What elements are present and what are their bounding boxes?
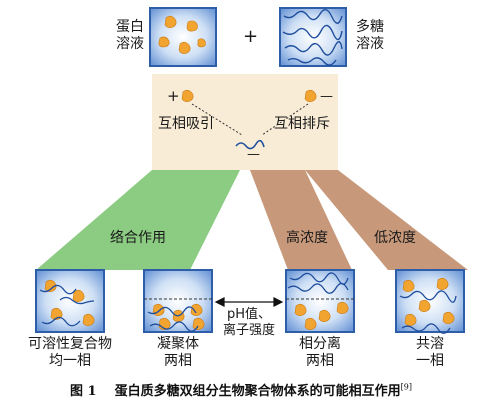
complexation-label: 络合作用: [110, 230, 166, 246]
figure-caption: 图 1 蛋白质多糖双组分生物聚合物体系的可能相互作用[9]: [0, 380, 482, 399]
phase-separation-box: [285, 269, 355, 333]
polysaccharide-solution-label-line2: 溶液: [356, 36, 384, 52]
protein-solution-label-line1: 蛋白: [116, 19, 144, 35]
repulsion-label: 互相排斥: [274, 116, 330, 132]
polysaccharide-solution-box: [279, 7, 347, 67]
protein-charged-icon-right: [304, 89, 317, 102]
soluble-complex-box: [35, 269, 105, 333]
protein-solution-box: [149, 7, 217, 67]
repulsion-dotted-line: [261, 103, 309, 136]
low-concentration-band: [305, 170, 468, 270]
positive-charge-left: +: [167, 87, 180, 105]
attraction-dotted-line: [191, 103, 243, 136]
protein-charged-icon-left: [181, 89, 194, 102]
reversible-arrow: [214, 297, 284, 307]
soluble-complex-label: 可溶性复合物 均一相: [14, 336, 126, 370]
phase-separation-label-line1: 相分离: [299, 336, 341, 352]
coacervate-box: [143, 269, 213, 333]
plus-sign: +: [243, 26, 259, 47]
coacervate-label-line1: 凝聚体: [157, 336, 199, 352]
soluble-complex-label-line2: 均一相: [49, 353, 91, 369]
ionic-strength-label: 离子强度: [222, 323, 275, 338]
phase-separation-label-line2: 两相: [306, 353, 334, 369]
negative-charge-right: —: [320, 89, 333, 104]
ph-label: pH值、: [226, 307, 272, 322]
figure-reference: [9]: [400, 382, 413, 392]
cosoluble-box: [395, 269, 465, 334]
high-concentration-label: 高浓度: [286, 230, 328, 246]
figure-number: 图 1: [69, 384, 97, 399]
phase-separation-label: 相分离 两相: [280, 336, 360, 370]
coacervate-label-line2: 两相: [164, 353, 192, 369]
cosoluble-label-line1: 共溶: [416, 336, 444, 352]
protein-solution-label: 蛋白 溶液: [116, 19, 144, 53]
cosoluble-label-line2: 一相: [416, 353, 444, 369]
interaction-panel: [152, 74, 338, 170]
coacervate-label: 凝聚体 两相: [138, 336, 218, 370]
polysaccharide-chain-icon: [235, 139, 265, 150]
protein-solution-label-line2: 溶液: [116, 36, 144, 52]
attraction-label: 互相吸引: [158, 116, 214, 132]
soluble-complex-label-line1: 可溶性复合物: [28, 336, 112, 352]
low-concentration-label: 低浓度: [374, 230, 416, 246]
high-concentration-band: [250, 170, 352, 270]
polysaccharide-solution-label: 多糖 溶液: [356, 19, 384, 53]
ph-ionic-strength-label: pH值、 离子强度: [219, 307, 279, 339]
complexation-band: [36, 170, 240, 270]
cosoluble-label: 共溶 一相: [390, 336, 470, 370]
figure-caption-text: 蛋白质多糖双组分生物聚合物体系的可能相互作用: [114, 384, 401, 399]
negative-charge-center: —: [247, 147, 260, 162]
polysaccharide-solution-label-line1: 多糖: [356, 19, 384, 35]
